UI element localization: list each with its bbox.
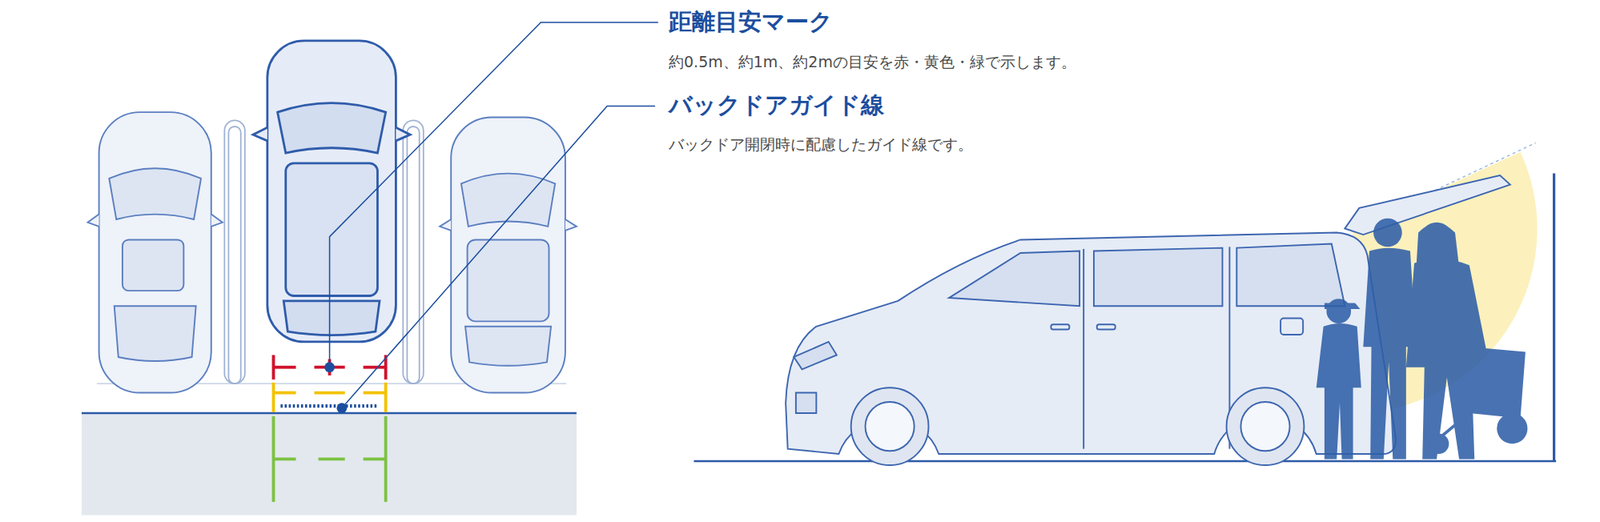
own-car-part	[283, 301, 380, 336]
callout-heading: バックドアガイド線	[668, 91, 885, 120]
minivan-part	[1097, 324, 1116, 330]
own-car-part	[267, 40, 397, 342]
parked-car	[88, 112, 223, 393]
people-silhouette-part	[1326, 298, 1351, 324]
minivan-part	[1082, 249, 1085, 450]
minivan-part	[1093, 248, 1223, 307]
yellow-distance-mark	[273, 382, 386, 413]
people-silhouette-part	[1324, 302, 1361, 310]
parked-car-part	[108, 168, 202, 220]
leader-line-part	[329, 22, 659, 368]
people-silhouette-part	[1316, 323, 1362, 459]
minivan-part	[1226, 387, 1305, 466]
green-distance-mark-part	[273, 457, 296, 461]
yellow-distance-mark-part	[273, 391, 296, 395]
minivan-part	[1236, 244, 1345, 307]
own-car-part	[395, 127, 411, 141]
minivan-part	[865, 402, 915, 451]
parked-car-part	[88, 214, 100, 227]
leader-line	[329, 22, 659, 409]
callout-heading: 距離目安マーク	[668, 8, 833, 37]
people-silhouette-part	[1373, 218, 1403, 248]
red-distance-mark-part	[273, 365, 296, 370]
minivan-part	[948, 250, 1080, 306]
ground-line	[693, 460, 1556, 463]
callout-description: 約0.5m、約1m、約2mの目安を赤・黄色・緑で示します。	[668, 52, 1077, 72]
parked-car-part	[450, 117, 566, 394]
parking-divider-part	[406, 126, 419, 384]
yellow-distance-mark-part	[272, 382, 276, 413]
yellow-distance-mark-part	[363, 391, 386, 395]
scaled-layer	[81, 22, 1556, 515]
leader-line-part	[341, 106, 656, 409]
backdoor-guide-line	[280, 404, 378, 408]
own-car-part	[253, 127, 268, 141]
minivan	[785, 175, 1511, 466]
parked-car-part	[211, 214, 223, 227]
yellow-distance-mark-part	[313, 391, 345, 395]
red-distance-mark-part	[363, 365, 386, 370]
green-distance-mark-part	[363, 457, 386, 461]
parking-divider-part	[228, 126, 241, 384]
yellow-distance-mark-part	[384, 382, 388, 413]
minivan-part	[795, 393, 817, 414]
people-silhouette-part	[1496, 413, 1528, 444]
parked-car-part	[565, 219, 577, 231]
people-silhouette	[1316, 218, 1528, 460]
minivan-part	[851, 387, 929, 466]
parking-divider-part	[224, 120, 245, 384]
people-silhouette-part	[1428, 434, 1449, 455]
callout-description: バックドア開閉時に配慮したガイド線です。	[668, 135, 973, 154]
people-silhouette-part	[1469, 346, 1526, 419]
parked-car-part	[439, 219, 451, 231]
parked-car-part	[99, 112, 212, 393]
minivan-part	[1050, 324, 1070, 330]
ground-line	[81, 412, 577, 415]
green-distance-mark-part	[318, 457, 346, 461]
road-ground	[81, 413, 577, 515]
leader-dot	[336, 402, 347, 414]
leader-dot	[324, 361, 335, 373]
minivan-part	[1280, 318, 1303, 335]
parked-car-part	[465, 326, 551, 366]
parked-car	[439, 117, 577, 394]
own-car	[253, 40, 411, 342]
own-car-part	[277, 103, 386, 153]
minivan-part	[1240, 402, 1290, 451]
wall	[1552, 173, 1556, 462]
minivan-part	[793, 341, 837, 370]
parked-car-part	[122, 239, 184, 291]
own-car-part	[285, 163, 378, 297]
green-distance-mark	[273, 416, 386, 503]
parked-car-part	[114, 305, 197, 362]
